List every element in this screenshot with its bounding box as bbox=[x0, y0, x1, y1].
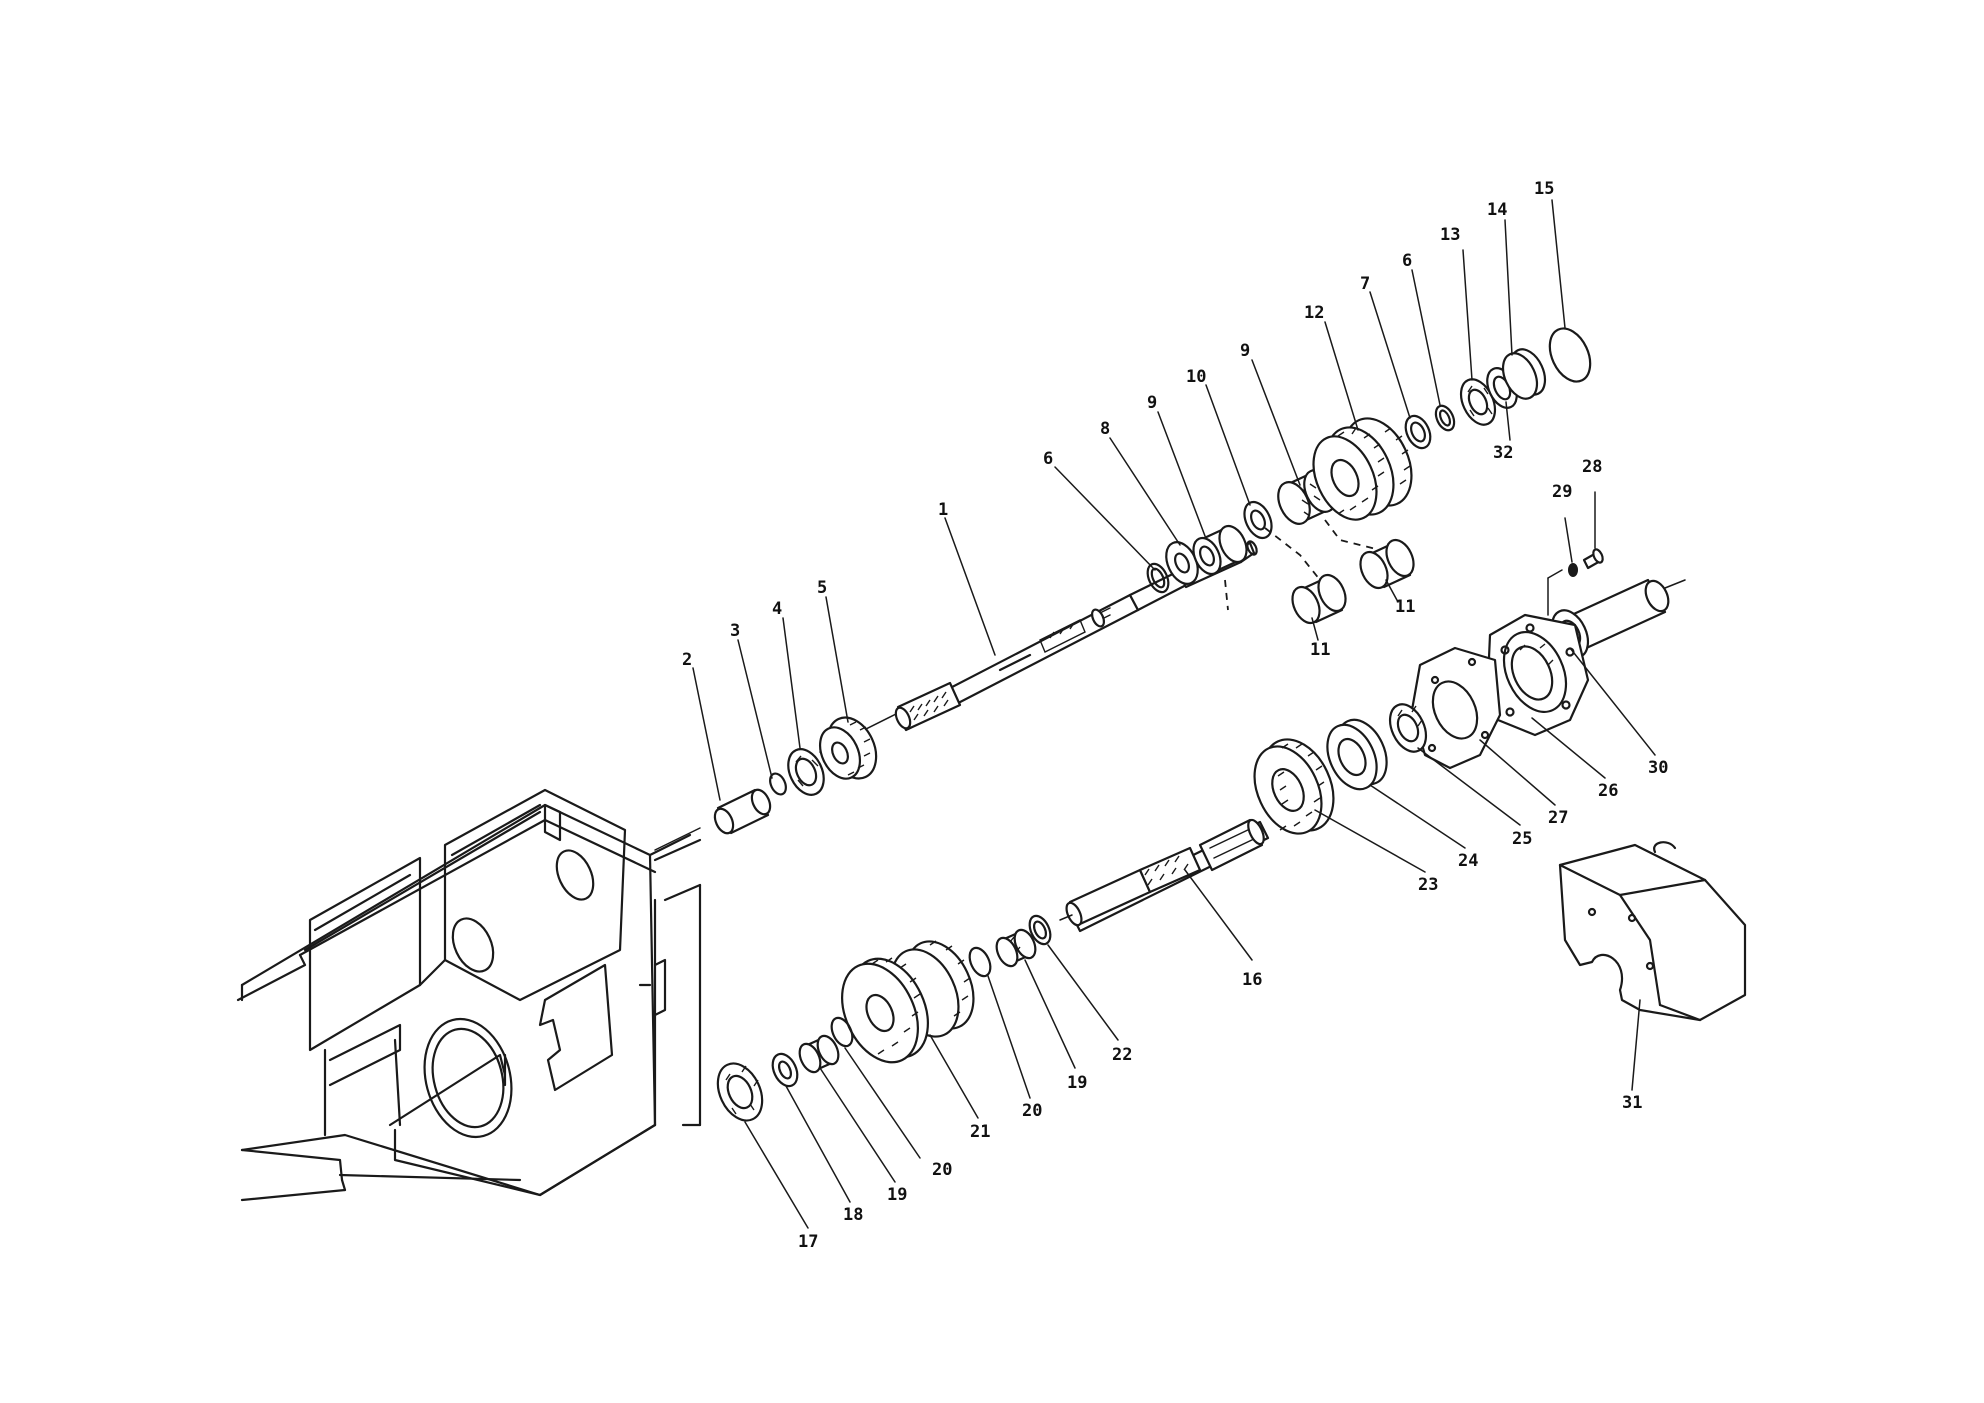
part-25-bearing bbox=[1388, 703, 1428, 753]
label-part-9-left: 9 bbox=[1147, 393, 1157, 413]
label-part-8: 8 bbox=[1100, 419, 1110, 439]
label-part-5: 5 bbox=[817, 578, 827, 598]
label-part-28: 28 bbox=[1582, 457, 1602, 477]
label-part-19-lower: 19 bbox=[887, 1185, 907, 1205]
label-part-16: 16 bbox=[1242, 970, 1262, 990]
label-part-18: 18 bbox=[843, 1205, 863, 1225]
label-part-24: 24 bbox=[1458, 851, 1478, 871]
part-number-labels: 1 2 3 4 5 6 6 7 8 9 9 10 11 11 12 13 14 … bbox=[682, 179, 1668, 1252]
part-5-gear bbox=[818, 716, 878, 780]
label-part-22: 22 bbox=[1112, 1045, 1132, 1065]
label-part-11-right: 11 bbox=[1395, 597, 1415, 617]
part-18-washer bbox=[771, 1052, 799, 1088]
label-part-15: 15 bbox=[1534, 179, 1554, 199]
label-part-9-right: 9 bbox=[1240, 341, 1250, 361]
part-11-bushings bbox=[1224, 519, 1415, 625]
part-20-ring-lower bbox=[830, 1016, 854, 1048]
label-part-20-lower: 20 bbox=[932, 1160, 952, 1180]
part-2-bushing bbox=[713, 788, 772, 835]
label-part-11-left: 11 bbox=[1310, 640, 1330, 660]
part-9-bearing-left bbox=[1192, 524, 1248, 576]
label-part-27: 27 bbox=[1548, 808, 1568, 828]
label-part-20-upper: 20 bbox=[1022, 1101, 1042, 1121]
part-6-snap-ring-right bbox=[1434, 404, 1456, 432]
label-part-12: 12 bbox=[1304, 303, 1324, 323]
part-23-gear bbox=[1253, 738, 1335, 835]
part-10-ring bbox=[1243, 500, 1273, 540]
part-27-gasket bbox=[1410, 646, 1502, 770]
label-part-26: 26 bbox=[1598, 781, 1618, 801]
label-part-21: 21 bbox=[970, 1122, 990, 1142]
transmission-housing bbox=[236, 788, 702, 1202]
label-part-6-right: 6 bbox=[1402, 251, 1412, 271]
part-3-ring bbox=[769, 772, 787, 796]
part-21-double-gear bbox=[841, 940, 975, 1064]
leader-lines bbox=[692, 199, 1656, 1229]
label-part-25: 25 bbox=[1512, 829, 1532, 849]
label-part-23: 23 bbox=[1418, 875, 1438, 895]
part-19-bearing-lower bbox=[798, 1034, 840, 1074]
label-part-1: 1 bbox=[938, 500, 948, 520]
part-15-circlip bbox=[1548, 327, 1592, 383]
label-part-19-upper: 19 bbox=[1067, 1073, 1087, 1093]
label-part-14: 14 bbox=[1487, 200, 1507, 220]
part-26-flange bbox=[1486, 613, 1590, 737]
label-part-29: 29 bbox=[1552, 482, 1572, 502]
label-part-4: 4 bbox=[772, 599, 782, 619]
label-part-3: 3 bbox=[730, 621, 740, 641]
part-19-bearing-upper bbox=[995, 928, 1037, 968]
label-part-30: 30 bbox=[1648, 758, 1668, 778]
label-part-6-left: 6 bbox=[1043, 449, 1053, 469]
part-12-double-gear bbox=[1312, 417, 1413, 521]
part-20-ring-upper bbox=[968, 946, 992, 978]
label-part-7: 7 bbox=[1360, 274, 1370, 294]
label-part-31: 31 bbox=[1622, 1093, 1642, 1113]
part-22-ring bbox=[1028, 914, 1052, 946]
label-part-32: 32 bbox=[1493, 443, 1513, 463]
part-4-bearing bbox=[787, 748, 825, 796]
part-24-bearing bbox=[1326, 718, 1388, 791]
part-28-bolt bbox=[1582, 548, 1604, 570]
part-7-ring bbox=[1404, 414, 1432, 450]
label-part-13: 13 bbox=[1440, 225, 1460, 245]
label-part-10: 10 bbox=[1186, 367, 1206, 387]
part-16-lower-shaft bbox=[1059, 818, 1270, 933]
part-31-cover bbox=[1558, 841, 1747, 1022]
label-part-17: 17 bbox=[798, 1232, 818, 1252]
part-17-bearing bbox=[716, 1062, 764, 1122]
label-part-2: 2 bbox=[682, 650, 692, 670]
part-14-cover bbox=[1501, 348, 1547, 400]
part-29-washer bbox=[1568, 563, 1578, 577]
